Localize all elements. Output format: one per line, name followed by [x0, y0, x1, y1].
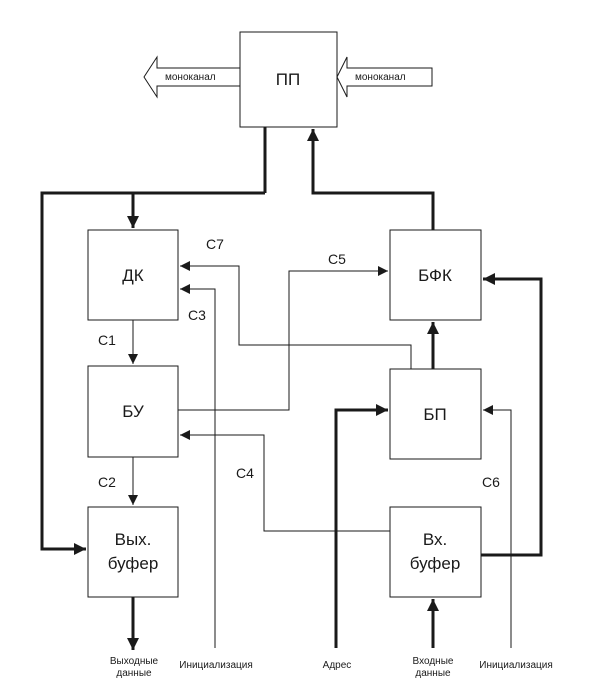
link-c5 — [178, 266, 388, 411]
block-pp — [239, 31, 338, 128]
signal-c7: C7 — [206, 236, 224, 252]
signal-c2: C2 — [98, 474, 116, 490]
block-bu — [87, 365, 179, 458]
block-bfk — [389, 229, 482, 321]
block-pp-label: ПП — [276, 70, 300, 89]
io-input-data-1: Входные — [413, 656, 454, 667]
monochannel-out-arrow — [143, 55, 241, 99]
link-c4 — [180, 430, 390, 532]
bus-left-to-out-buffer — [40, 191, 265, 555]
monochannel-in-label: моноканал — [355, 72, 406, 83]
block-bfk-label: БФК — [418, 266, 452, 285]
io-output-data-1: Выходные — [110, 656, 159, 667]
block-bp — [389, 368, 482, 460]
block-in-buffer — [389, 506, 482, 598]
io-init-right: Инициализация — [479, 660, 552, 671]
block-out-buffer-label-2: буфер — [108, 554, 159, 573]
bus-address-to-bp — [334, 404, 388, 648]
block-in-buffer-label-1: Вх. — [423, 530, 447, 549]
monochannel-in-arrow — [336, 56, 433, 98]
signal-c6: C6 — [482, 474, 500, 490]
link-c7 — [180, 261, 412, 369]
block-out-buffer-label-1: Вых. — [115, 530, 152, 549]
bus-bfk-to-pp — [307, 129, 435, 230]
io-address: Адрес — [323, 660, 352, 671]
io-init-left: Инициализация — [179, 660, 252, 671]
signal-c4: C4 — [236, 465, 254, 481]
link-c3 — [180, 284, 216, 648]
block-bp-label: БП — [423, 405, 446, 424]
signal-c5: C5 — [328, 251, 346, 267]
link-c6 — [483, 405, 512, 648]
block-bu-label: БУ — [122, 402, 144, 421]
io-output-data-2: данные — [116, 668, 152, 679]
block-out-buffer — [87, 506, 179, 598]
block-dk-label: ДК — [122, 266, 144, 285]
monochannel-out-label: моноканал — [165, 72, 216, 83]
io-input-data-2: данные — [415, 668, 451, 679]
signal-c1: C1 — [98, 332, 116, 348]
signal-c3: C3 — [188, 307, 206, 323]
block-in-buffer-label-2: буфер — [410, 554, 461, 573]
